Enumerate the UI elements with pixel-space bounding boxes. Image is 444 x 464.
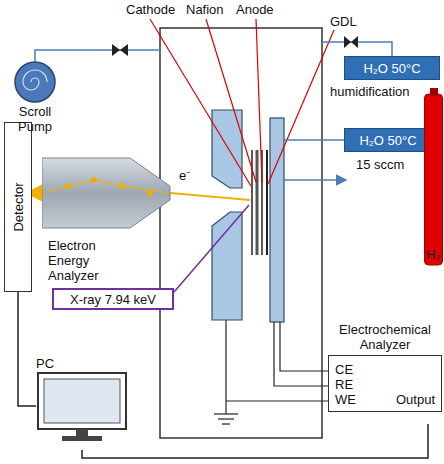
detector-box: Detector — [4, 122, 32, 292]
x-ray-box: X-ray 7.94 keV — [52, 288, 174, 310]
analyzer-body — [42, 150, 172, 236]
output-label: Output — [396, 392, 435, 407]
cylinder-body — [424, 88, 443, 266]
part-label: Nafion — [186, 2, 224, 17]
node-label: H₂ — [424, 247, 443, 262]
part-label: Cathode — [126, 2, 175, 17]
photoelectron-path — [170, 193, 250, 200]
part-label: GDL — [330, 14, 357, 29]
connector — [33, 191, 42, 195]
terminal-name: CE — [335, 362, 435, 377]
membrane-electrode-assembly — [252, 150, 267, 255]
electrode-plates — [212, 110, 284, 322]
node-label: H₂O 50°C — [348, 61, 436, 76]
scroll-pump: Scroll Pump — [4, 60, 66, 136]
water-reservoir: H₂O 50°C — [344, 128, 432, 152]
part-label: humidification — [330, 84, 410, 99]
part-label: 15 sccm — [356, 157, 404, 172]
node-label: PC — [36, 356, 128, 371]
node-heading: Electrochemical Analyzer — [328, 322, 442, 352]
gas-cylinder: H₂ — [424, 88, 443, 266]
terminal-row: WE Output — [335, 392, 435, 407]
terminal-name: RE — [335, 377, 435, 392]
computer: PC — [36, 356, 128, 450]
analyzer-box: CEREWE Output — [328, 355, 442, 412]
x-ray-beam — [174, 205, 249, 292]
part-label: e⁻ — [178, 168, 191, 183]
vacuum-chamber — [160, 28, 322, 438]
connector — [18, 292, 36, 406]
connector — [82, 424, 428, 458]
node-label: X-ray 7.94 keV — [58, 292, 168, 307]
valves — [112, 36, 358, 56]
leader-lines — [150, 19, 334, 186]
monitor-icon — [36, 371, 128, 447]
node-label: Detector — [11, 182, 26, 231]
electrochemical-analyzer: Electrochemical AnalyzerCEREWE Output — [328, 322, 442, 424]
node-label: H₂O 50°C — [348, 133, 428, 148]
analyzer-caption: Electron Energy Analyzer — [48, 238, 120, 283]
water-reservoir: H₂O 50°C — [344, 56, 440, 80]
analyzer-shape: Electron Energy Analyzer — [42, 150, 172, 282]
node-label: Scroll Pump — [4, 104, 66, 134]
terminal-name: WE — [335, 392, 356, 407]
electrode-wires — [214, 320, 328, 424]
pump-icon — [4, 60, 66, 104]
node-label: Electron Energy Analyzer — [48, 238, 120, 283]
part-label: Anode — [236, 2, 274, 17]
